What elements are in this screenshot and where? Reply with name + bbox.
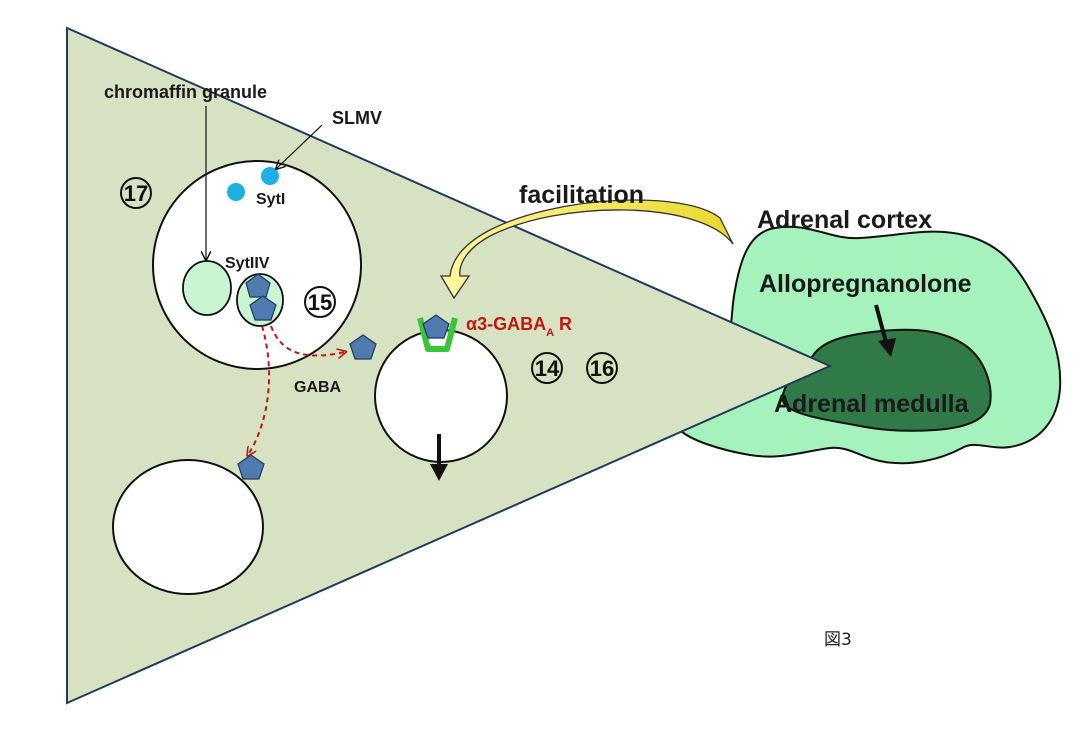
slmv-dot — [227, 183, 245, 201]
gaba-pentagon — [422, 314, 450, 339]
svg-text:14: 14 — [535, 356, 560, 381]
facilitation-label: facilitation — [519, 181, 644, 209]
slmv-label: SLMV — [332, 108, 382, 128]
ref-16: 16 — [586, 352, 618, 384]
adrenal-medulla-label: Adrenal medulla — [774, 390, 970, 418]
allopregnanolone-arrow-head — [878, 338, 896, 357]
gaba-label: GABA — [294, 379, 342, 396]
upper-vesicle-circle — [152, 160, 362, 370]
ref-14: 14 — [531, 352, 563, 384]
svg-text:16: 16 — [590, 356, 614, 381]
chromaffin-granule-label: chromaffin granule — [104, 82, 267, 102]
down-arrow-head — [430, 464, 448, 481]
receptor-label: α3-GABAA R — [466, 314, 572, 339]
syt4-label: SytIIV — [225, 255, 270, 272]
ref-17: 17 — [120, 177, 152, 209]
chromaffin-granule — [182, 260, 232, 316]
gaba-pentagon — [349, 334, 377, 360]
figure-label: 図3 — [824, 630, 852, 650]
syt1-label: SytI — [256, 191, 285, 208]
slmv-leader-arrow — [276, 124, 323, 169]
release-arrow-down — [248, 325, 271, 455]
gaba-pentagon — [245, 273, 271, 298]
allopregnanolone-arrow-shaft — [874, 304, 888, 343]
gaba-pentagon — [249, 295, 277, 321]
lower-vesicle-circle — [112, 459, 264, 595]
svg-text:17: 17 — [124, 181, 148, 206]
gaba-receptor-icon — [417, 317, 458, 352]
release-arrow-right — [270, 325, 345, 356]
svg-text:15: 15 — [308, 290, 332, 315]
allopregnanolone-label: Allopregnanolone — [759, 270, 972, 298]
ref-15: 15 — [304, 286, 336, 318]
adrenal-cortex-label: Adrenal cortex — [757, 206, 932, 234]
gaba-pentagon — [237, 454, 265, 480]
slmv-dot — [261, 167, 279, 185]
facilitation-arrow — [439, 199, 734, 300]
